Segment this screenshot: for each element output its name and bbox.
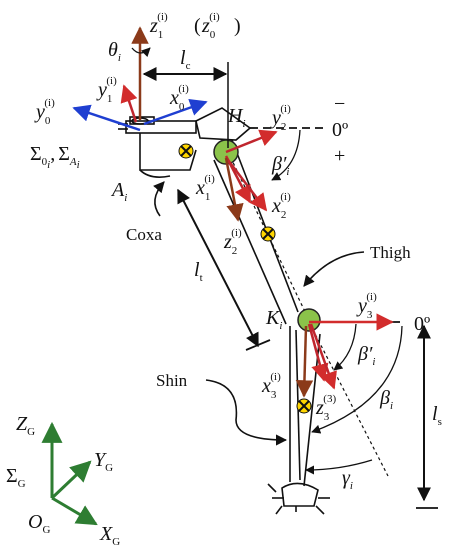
- k-label: Ki: [265, 307, 282, 332]
- theta-rotation-arc: [131, 47, 151, 58]
- shin-label: Shin: [156, 371, 188, 390]
- com-marker-coxa: [178, 143, 194, 159]
- com-marker-shin: [296, 398, 312, 414]
- beta-arc: [311, 325, 403, 434]
- x1-label: x1(i): [195, 173, 215, 203]
- coxa-body: [118, 107, 252, 178]
- y1-axis-arrow: [120, 84, 138, 123]
- x2-label: x2(i): [271, 191, 291, 221]
- h-label: Hi: [227, 105, 246, 130]
- z0-label-paren: (: [194, 15, 201, 37]
- com-marker-thigh: [260, 226, 276, 242]
- knee-joint: [297, 308, 321, 332]
- thigh-pointer-arrow: [303, 251, 365, 287]
- coxa-pointer-arrow: [153, 181, 165, 217]
- x2-axis-arrow: [227, 159, 268, 212]
- knee-inner-arrow: [295, 325, 314, 398]
- global-y-axis: [50, 460, 92, 500]
- plus-sign: +: [334, 145, 345, 167]
- global-x-axis: [51, 496, 98, 526]
- minus-sign: −: [334, 93, 345, 115]
- sigma-0-label: Σ0i,ΣAi: [30, 143, 80, 171]
- z0-label-paren-close: ): [234, 15, 241, 37]
- y0-axis-arrow: [72, 104, 141, 132]
- beta-prime-arc-top: [271, 129, 301, 181]
- thigh-centerline-dashed: [227, 151, 311, 323]
- shin-pointer-arrow: [205, 379, 288, 446]
- beta-prime-bottom-label: β′i: [357, 343, 375, 368]
- z1-label: z1(i): [149, 11, 168, 41]
- theta-label: θi: [108, 39, 121, 64]
- beta-label: βi: [379, 387, 393, 412]
- z3-axis-arrow: [309, 323, 337, 390]
- y3-label: y3(i): [356, 291, 377, 321]
- y1-label: y1(i): [96, 75, 117, 105]
- beta-prime-arc-bottom: [333, 323, 357, 371]
- global-z-label: ZG: [16, 413, 35, 438]
- sigma-g-label: ΣG: [6, 465, 26, 490]
- thigh-label: Thigh: [370, 243, 411, 262]
- labels: z1(i) ( z0(i) ) θi lc y1(i) x0(i) y0(i) …: [6, 11, 442, 548]
- lt-dimension-tick: [245, 339, 271, 351]
- y2-label: y2(i): [270, 103, 291, 133]
- x0-axis-arrow: [143, 99, 208, 126]
- gamma-arc: [305, 459, 373, 475]
- coxa-label: Coxa: [126, 225, 162, 244]
- y0-label: y0(i): [34, 97, 55, 127]
- x3-label: x3(i): [261, 371, 281, 401]
- beta-prime-top-label: β′i: [271, 153, 289, 178]
- y2-axis-arrow: [225, 129, 278, 154]
- global-origin-label: OG: [28, 511, 50, 536]
- global-x-label: XG: [99, 523, 120, 548]
- a-label: Ai: [110, 179, 127, 204]
- global-y-label: YG: [94, 449, 113, 474]
- gamma-label: γi: [342, 467, 353, 492]
- lt-dimension-line: [177, 188, 259, 348]
- x0-label: x0(i): [169, 83, 189, 113]
- lt-label: lt: [194, 259, 203, 284]
- z2-label: z2(i): [223, 227, 242, 257]
- lc-label: lc: [180, 47, 191, 72]
- foot: [267, 482, 330, 515]
- z0-label: z0(i): [201, 11, 220, 41]
- zero-deg-top-label: 0º: [332, 119, 348, 141]
- z3-label: z3(3): [315, 393, 336, 423]
- thigh-extension-dashed: [309, 323, 389, 477]
- zero-deg-bottom-label: 0º: [414, 313, 430, 335]
- ls-label: ls: [432, 403, 442, 428]
